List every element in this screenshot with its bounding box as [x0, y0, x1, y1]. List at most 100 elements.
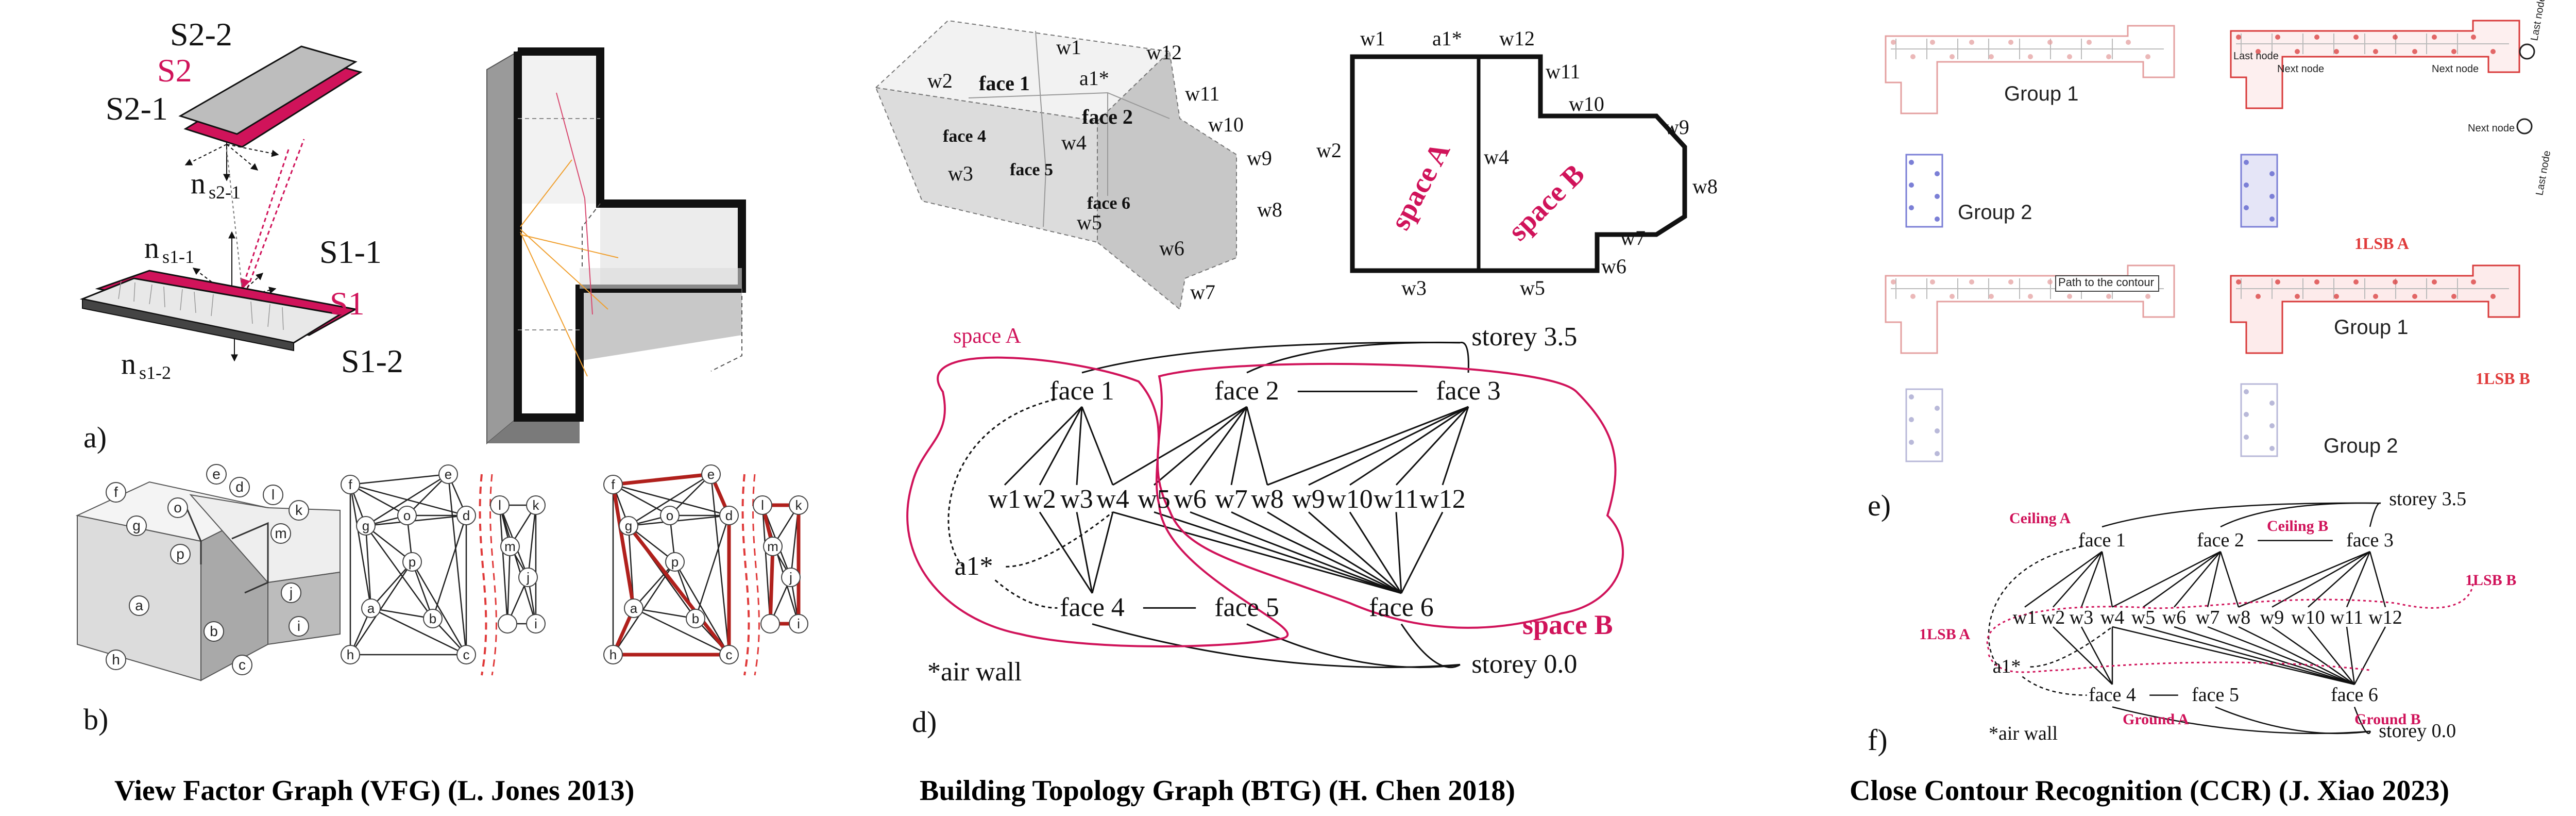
label-s1-2: S1-2 — [341, 343, 403, 379]
vfg-edge — [633, 607, 696, 620]
group2-node — [2269, 217, 2275, 222]
vfg-node-label: b — [429, 611, 436, 626]
vfg-edge — [633, 561, 675, 609]
contour-node — [2008, 40, 2013, 45]
contour-node — [2471, 35, 2476, 40]
contour-node — [2145, 294, 2150, 299]
graph-edge — [2024, 551, 2103, 608]
group2-node — [2244, 205, 2249, 210]
node-airwall: a1* — [954, 552, 993, 581]
caption-ccr: Close Contour Recognition (CCR) (J. Xiao… — [1850, 775, 2449, 807]
vfg-node — [456, 506, 476, 525]
vfg-edge — [365, 514, 467, 527]
graph-edge — [2219, 551, 2240, 608]
vfg-node — [701, 464, 721, 484]
contour-node — [2067, 54, 2072, 59]
group2-node — [1909, 160, 1914, 165]
label-f: f) — [1868, 723, 1888, 757]
contour-outline — [2230, 264, 2520, 354]
graph-edge — [2238, 551, 2370, 608]
ccr-screenshot-labels: Group 1 Group 2 Last node Next node Next… — [1958, 0, 2553, 457]
contour-node — [2028, 54, 2033, 59]
group2-outline — [1905, 388, 1943, 462]
graph-edge — [2112, 626, 2355, 685]
m-w9: w9 — [1247, 146, 1272, 170]
graph-edge-airwall — [1988, 545, 2083, 668]
m-face4: face 4 — [943, 127, 986, 146]
path-lsb — [1986, 582, 2474, 650]
m-w6: w6 — [1159, 237, 1184, 260]
vfg-edge — [350, 473, 449, 486]
label-a: a) — [83, 421, 107, 454]
group2-node — [1909, 440, 1914, 445]
graph-edge-airwall — [2022, 676, 2087, 696]
contour-node — [1989, 294, 1994, 299]
node-airwall: a1* — [1993, 656, 2021, 677]
label-ns2-1-sub: s2-1 — [209, 182, 241, 203]
p-w8: w8 — [1692, 175, 1718, 198]
node-wall: w5 — [2131, 607, 2155, 628]
graph-edge-storey — [2220, 502, 2381, 528]
cube-face-marker — [129, 595, 149, 616]
s-lsb-a: 1LSB A — [2354, 234, 2409, 253]
graph-edge — [1308, 406, 1469, 486]
m-a1: a1* — [1079, 66, 1109, 90]
cube-face-label: f — [114, 484, 118, 500]
graph-edge — [1154, 511, 1402, 594]
m-face6: face 6 — [1087, 194, 1130, 213]
group2-node — [1935, 406, 1940, 411]
s-last-node-2: Last node — [2529, 0, 2548, 42]
graph-edge — [2207, 626, 2355, 685]
graph-edge — [1076, 406, 1083, 485]
contour-node — [2373, 49, 2378, 54]
rays — [226, 139, 305, 290]
cube-face-label: a — [135, 597, 143, 613]
vfg-edge — [447, 474, 467, 655]
vfg-separator — [479, 474, 487, 676]
m-w7: w7 — [1190, 280, 1215, 304]
graph-edge-storey — [2102, 502, 2381, 528]
graph-edge — [1349, 511, 1402, 594]
label-d: d) — [912, 705, 937, 739]
graph-edge — [2143, 551, 2221, 608]
graph-edge — [1267, 511, 1402, 594]
cube-face-label: e — [212, 466, 221, 482]
p-w11: w11 — [1546, 60, 1580, 83]
graph-edge — [1039, 406, 1083, 486]
vfg-edge — [499, 505, 537, 624]
vfg-node — [397, 506, 417, 525]
graph-edge — [2369, 551, 2386, 608]
node-wall: w9 — [2260, 607, 2284, 628]
btg-floor-plan — [1350, 54, 1687, 273]
cube-face-marker — [289, 500, 309, 521]
vfg-node — [719, 645, 739, 664]
vfg-edge — [499, 505, 509, 624]
node-storey-top: storey 3.5 — [1471, 322, 1577, 352]
group2-outline — [2240, 154, 2278, 228]
graph-edge — [2272, 626, 2355, 685]
s-next-node-2: Next node — [2432, 63, 2479, 75]
node-storey-top: storey 3.5 — [2389, 488, 2466, 510]
contour-node — [2471, 279, 2476, 285]
label-s1: S1 — [330, 285, 365, 322]
node-wall: w10 — [2291, 607, 2325, 628]
label-ground-b: Ground B — [2354, 711, 2421, 728]
label-s1-1: S1-1 — [319, 234, 382, 270]
graph-edge — [1112, 511, 1402, 594]
graph-edge-storey — [1400, 623, 1461, 668]
graph-edge — [2272, 551, 2370, 608]
cube-face-marker — [229, 477, 250, 497]
vfg-node — [361, 598, 381, 618]
cube-face-label: l — [272, 487, 275, 503]
node-wall: w6 — [1174, 485, 1207, 514]
s-next-node-3: Next node — [2468, 123, 2515, 134]
vfg-edge — [370, 607, 433, 620]
contour-node — [2314, 35, 2319, 40]
contour-node — [2236, 279, 2241, 285]
contour-outline — [1885, 25, 2175, 114]
node-marker — [2519, 43, 2535, 60]
vfg-edge — [350, 484, 467, 517]
contour-node — [2295, 294, 2300, 299]
